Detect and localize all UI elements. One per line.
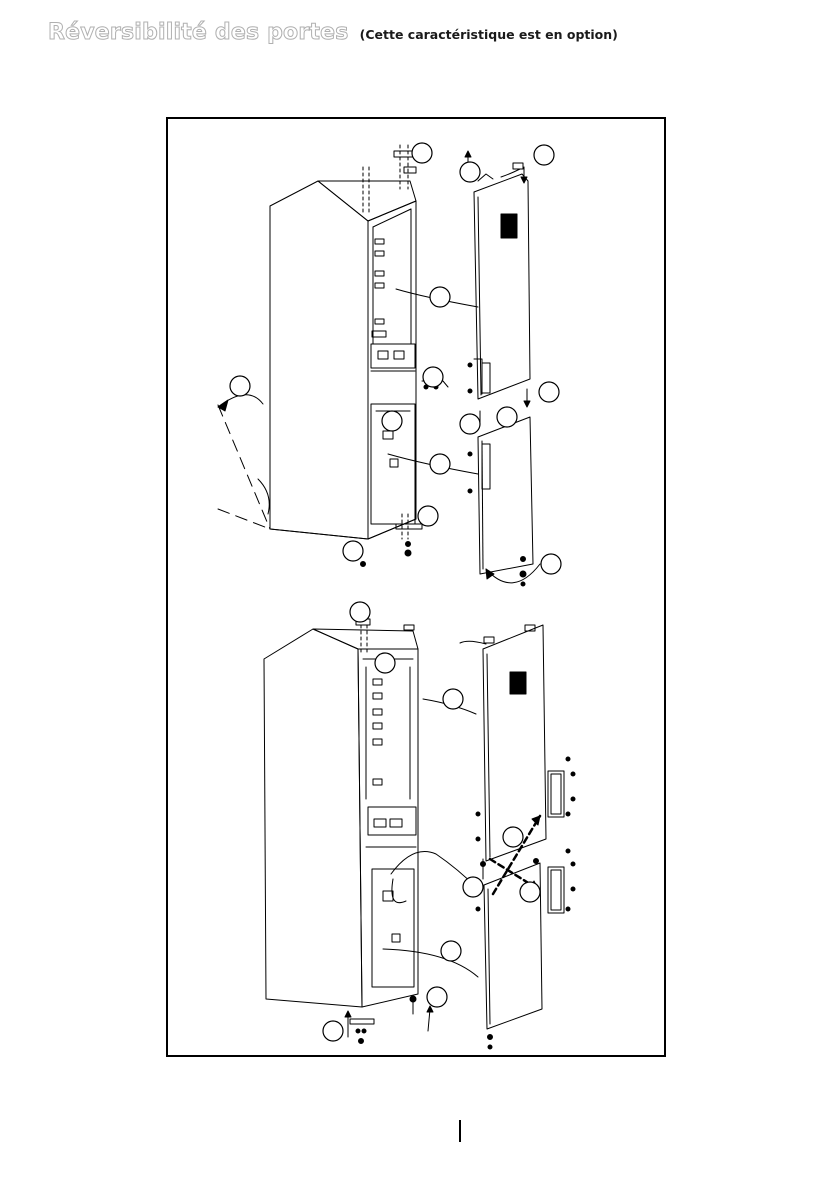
- section-title: Réversibilité des portes: [48, 20, 349, 45]
- upper-door-top: [468, 163, 530, 399]
- door-reversal-diagram: [166, 117, 666, 1057]
- page-title: Réversibilité des portes (Cette caractér…: [48, 22, 618, 44]
- optional-feature-note: (Cette caractéristique est en option): [360, 27, 618, 42]
- fridge-body-bottom: [264, 619, 478, 1044]
- exploded-view-illustration: [168, 119, 663, 1054]
- fridge-body-top: [218, 145, 478, 567]
- lower-door-top: [468, 417, 540, 586]
- page-number-divider: [459, 1120, 461, 1142]
- step-badges: [230, 143, 561, 1041]
